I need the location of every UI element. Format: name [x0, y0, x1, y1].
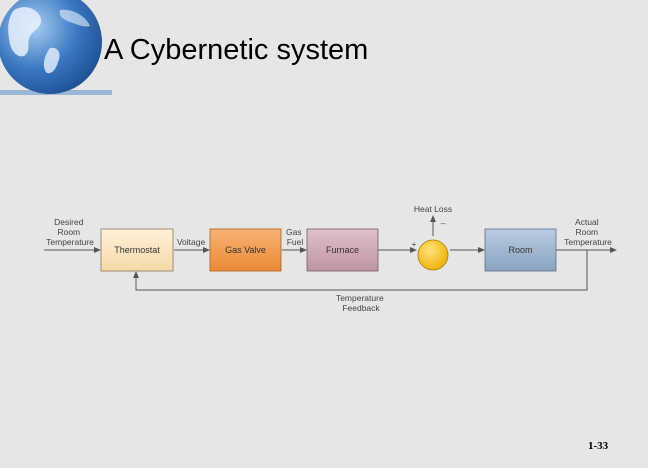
output-label: Actual Room Temperature — [564, 217, 612, 247]
gas-fuel-label: Gas Fuel — [286, 227, 304, 247]
thermostat-block: Thermostat — [100, 228, 174, 272]
furnace-block: Furnace — [306, 228, 379, 272]
feedback-loop-line — [133, 250, 588, 291]
minus-sign: – — [441, 218, 446, 228]
slide-title: A Cybernetic system — [104, 34, 369, 66]
summing-junction — [417, 239, 449, 271]
furnace-label: Furnace — [326, 245, 359, 255]
voltage-label: Voltage — [177, 237, 206, 247]
room-block: Room — [484, 228, 557, 272]
plus-sign: + — [412, 239, 417, 249]
input-label: Desired Room Temperature — [46, 217, 94, 247]
thermostat-label: Thermostat — [114, 245, 160, 255]
gas-valve-block: Gas Valve — [209, 228, 282, 272]
heat-loss-label: Heat Loss — [414, 204, 452, 214]
globe-logo-icon — [0, 0, 112, 95]
gas-valve-label: Gas Valve — [225, 245, 266, 255]
feedback-label: Temperature Feedback — [336, 293, 386, 313]
room-label: Room — [508, 245, 532, 255]
page-number: 1-33 — [588, 440, 609, 452]
